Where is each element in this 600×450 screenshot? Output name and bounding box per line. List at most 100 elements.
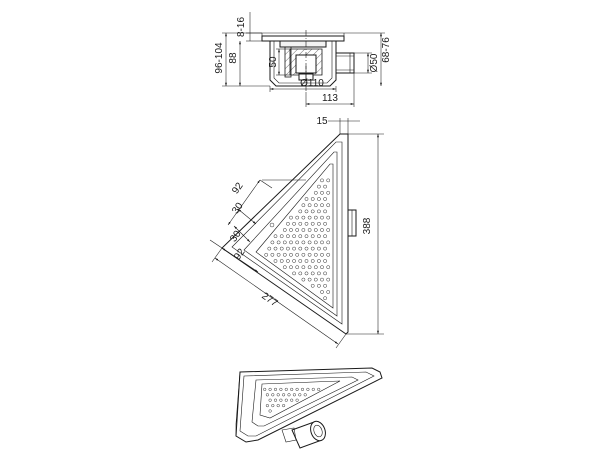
grate-hole	[310, 197, 315, 201]
grate-hole	[310, 221, 315, 226]
grate-hole	[282, 265, 287, 270]
grate-hole	[307, 252, 312, 257]
grate-hole	[326, 290, 331, 294]
grate-hole	[295, 387, 299, 391]
grate-hole	[320, 265, 324, 270]
grate-hole	[323, 259, 327, 263]
perspective-view	[235, 367, 383, 449]
grate-hole	[323, 197, 327, 201]
grate-hole	[326, 203, 331, 208]
grate-hole	[313, 252, 318, 257]
dim-outlet-diameter: Ø50	[369, 53, 380, 72]
perspective-grate-holes	[263, 387, 321, 413]
grate-hole	[320, 190, 324, 195]
grate-hole	[304, 221, 309, 226]
grate-hole	[273, 398, 278, 402]
grate-hole	[286, 246, 290, 251]
grate-hole	[317, 271, 321, 276]
grate-hole	[292, 234, 296, 239]
grate-hole	[273, 246, 278, 251]
dim-hypotenuse: 277	[259, 291, 279, 310]
grate-hole	[301, 265, 306, 270]
grate-hole	[270, 240, 275, 245]
grate-hole	[310, 259, 315, 263]
grate-hole	[323, 271, 327, 276]
grate-hole	[304, 271, 309, 276]
grate-hole	[323, 296, 327, 301]
grate-hole	[310, 283, 315, 288]
grate-hole	[310, 246, 315, 251]
grate-hole	[292, 246, 296, 251]
grate-hole	[298, 393, 302, 397]
grate-hole	[320, 277, 324, 282]
grate-hole	[298, 234, 303, 239]
grate-hole	[282, 240, 287, 245]
grate-hole	[298, 209, 303, 214]
grate-hole	[317, 234, 321, 239]
grate-hole	[323, 246, 327, 251]
grate-hole	[320, 215, 324, 220]
grate-hole	[313, 203, 318, 208]
plan-view: 15 388 92 30 30 92 277	[209, 116, 384, 349]
grate-hole	[323, 184, 327, 189]
grate-hole	[317, 221, 321, 226]
grate-hole	[303, 393, 307, 397]
grate-hole	[310, 271, 315, 276]
grate-hole	[307, 215, 312, 220]
grate-hole	[323, 221, 327, 226]
grate-hole	[279, 398, 283, 402]
grate-hole	[289, 215, 293, 220]
grate-hole	[265, 393, 269, 397]
grate-hole	[263, 387, 267, 391]
grate-hole	[317, 209, 321, 214]
grate-hole	[304, 246, 309, 251]
grate-hole	[295, 398, 299, 402]
grate-hole	[271, 393, 275, 397]
dim-body-diameter: Ø110	[300, 78, 324, 89]
grate-hole	[317, 197, 321, 201]
grate-hole	[313, 265, 318, 270]
grate-hole	[268, 409, 272, 413]
section-view: 8-16 96-104 88 50 Ø110 113 Ø50 68-76	[214, 12, 392, 107]
grate-hole	[286, 259, 290, 263]
dim-body-height: 88	[228, 52, 239, 64]
dim-top-flange: 8-16	[236, 17, 247, 37]
grate-hole	[301, 215, 306, 220]
grate-hole	[307, 265, 312, 270]
grate-hole	[306, 387, 310, 391]
grate-hole	[301, 252, 306, 257]
grate-hole	[271, 404, 275, 408]
grate-hole	[273, 259, 278, 263]
grate-hole	[310, 234, 315, 239]
grate-hole	[326, 178, 331, 183]
grate-hole	[326, 277, 331, 282]
grate-hole	[307, 203, 312, 208]
grate-hole	[295, 265, 300, 270]
grate-hole	[284, 398, 288, 402]
grate-hole	[286, 221, 290, 226]
grate-hole	[264, 252, 269, 257]
grate-hole	[313, 228, 318, 232]
grate-hole	[301, 240, 306, 245]
grate-hole	[298, 259, 303, 263]
grate-hole	[289, 252, 293, 257]
grate-hole	[320, 252, 324, 257]
grate-hole	[320, 240, 324, 245]
dim-overall-height: 96-104	[214, 42, 225, 74]
grate-hole	[276, 240, 281, 245]
dim-rim-width: 15	[316, 116, 328, 127]
grate-hole	[320, 178, 324, 183]
grate-hole	[326, 252, 331, 257]
grate-hole	[273, 234, 278, 239]
grate-hole	[320, 203, 324, 208]
grate-hole	[267, 246, 272, 251]
grate-hole	[279, 234, 284, 239]
grate-hole	[279, 246, 284, 251]
dim-leg-upper: 92	[230, 180, 246, 196]
grate-hole	[292, 271, 296, 276]
grate-hole	[320, 228, 324, 232]
grate-hole	[320, 290, 324, 294]
grate-hole	[326, 265, 331, 270]
grate-hole	[304, 234, 309, 239]
grate-hole	[292, 393, 296, 397]
